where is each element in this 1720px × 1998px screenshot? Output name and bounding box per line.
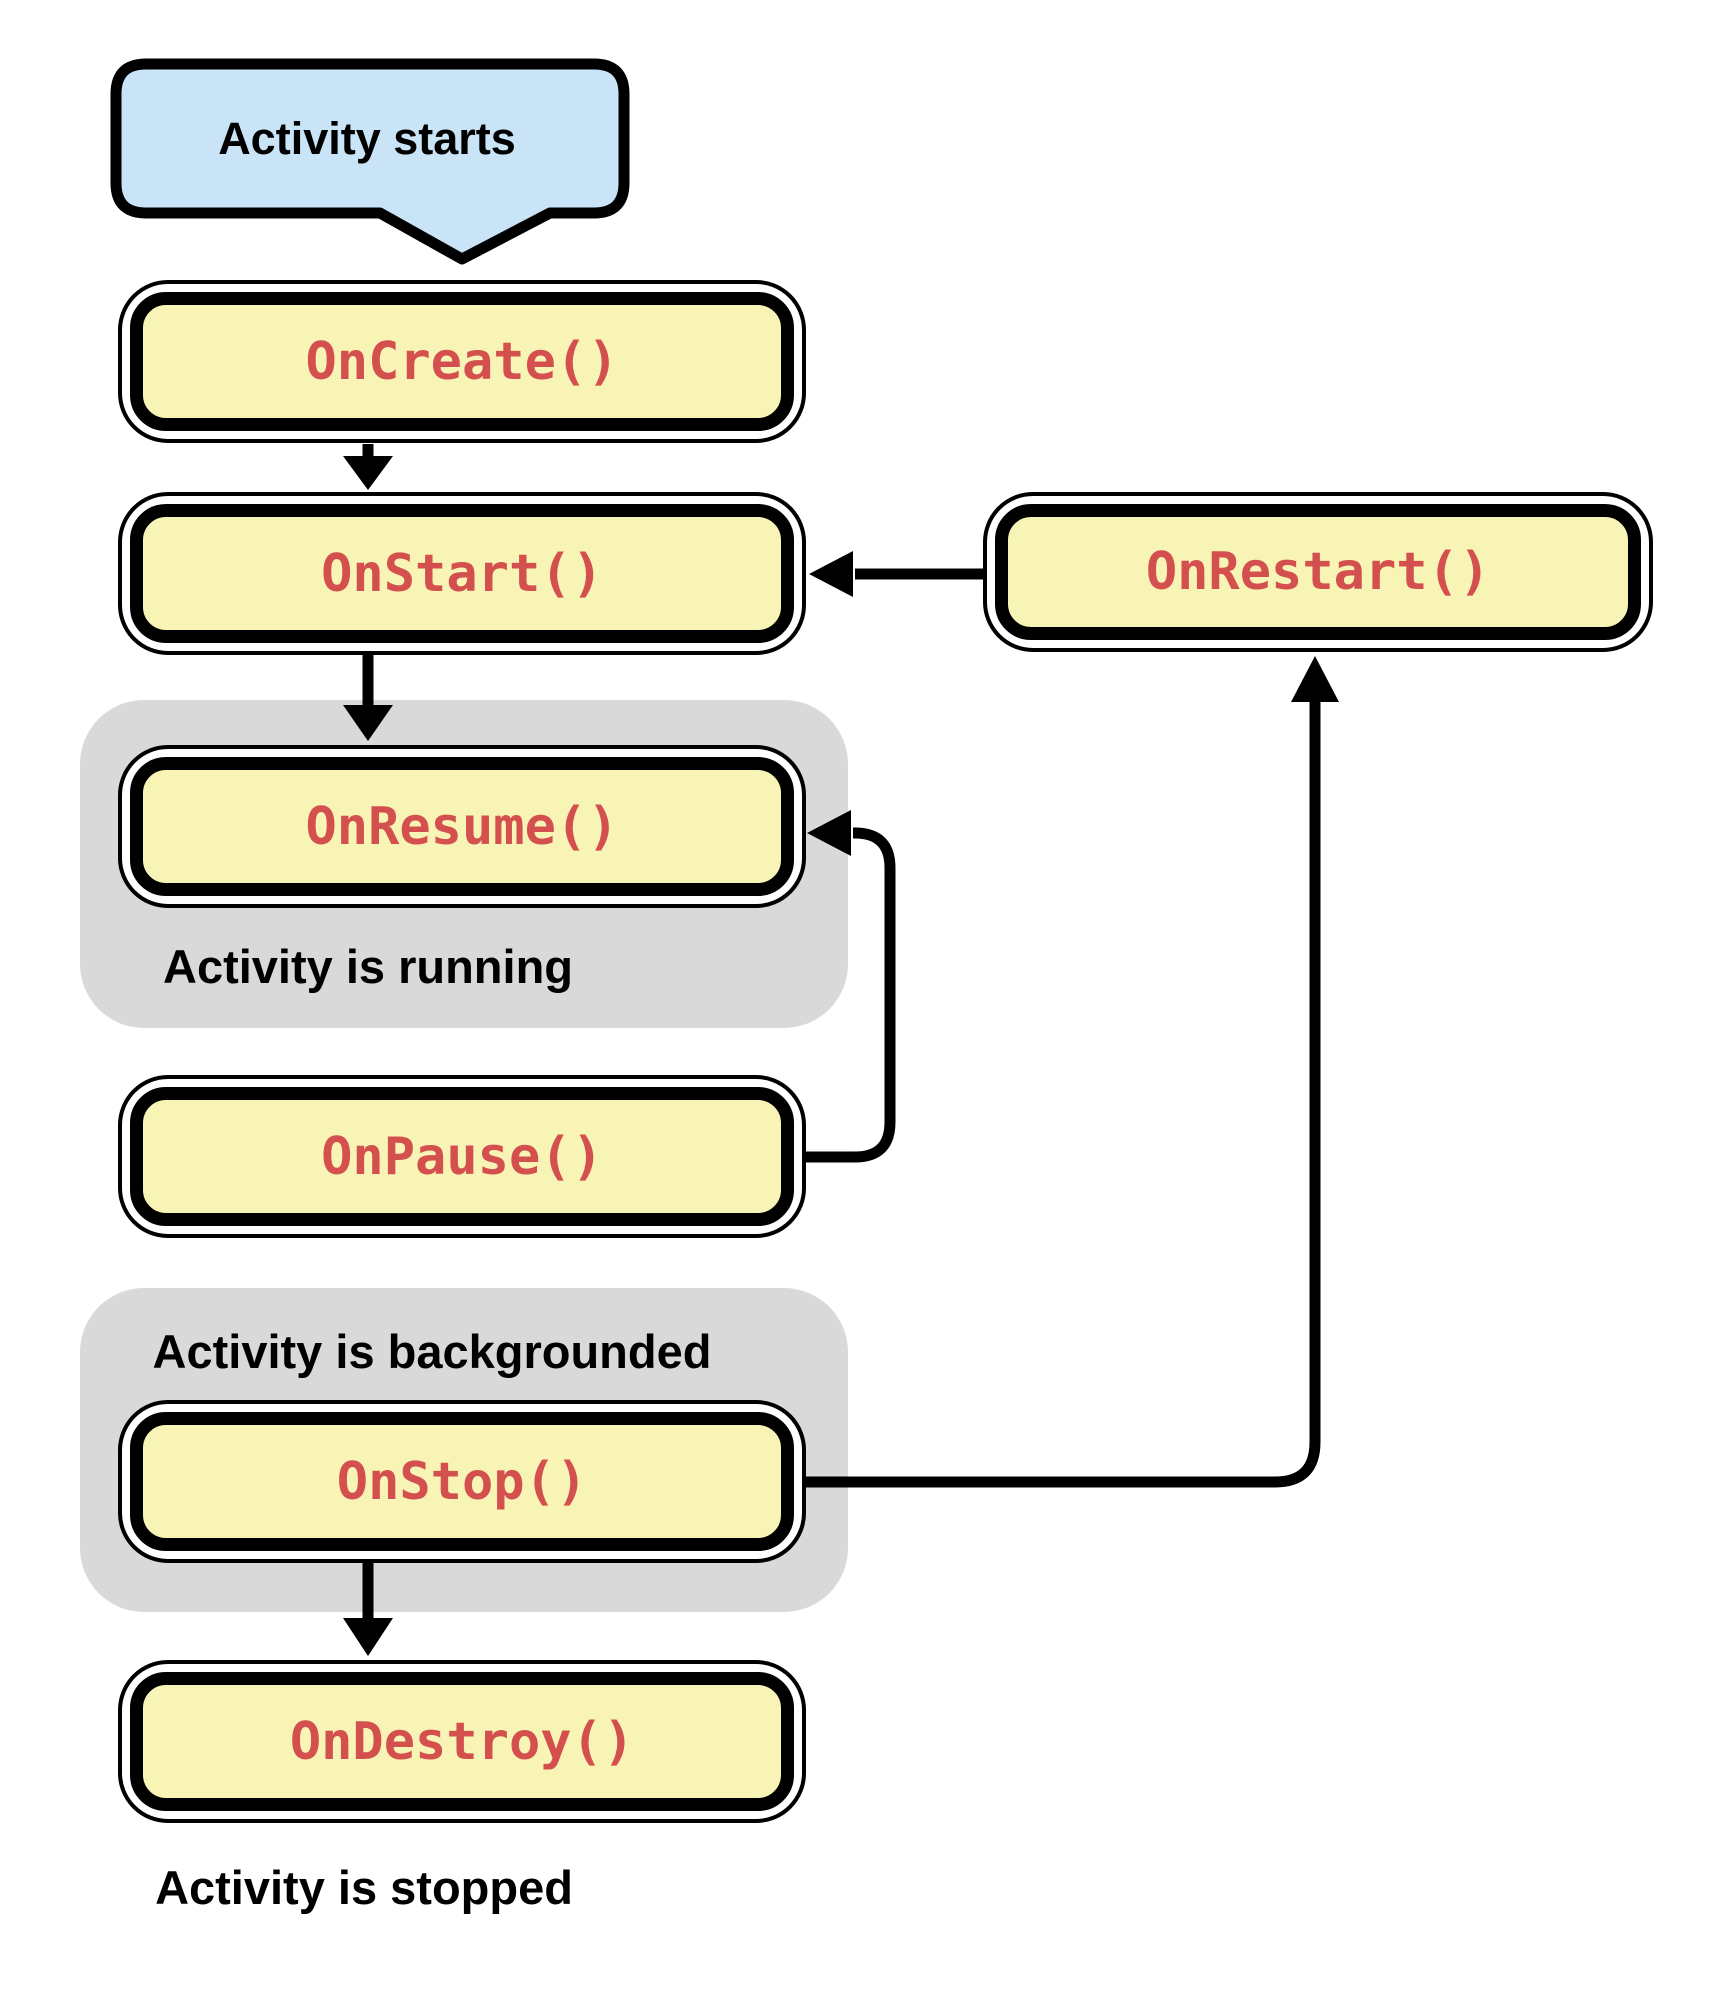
node-onresume: OnResume(): [118, 745, 806, 908]
node-onrestart-label: OnRestart(): [1145, 542, 1491, 602]
node-onstart: OnStart(): [118, 492, 806, 655]
node-onstart-label: OnStart(): [321, 543, 603, 604]
edge-onpause-onresume: [806, 810, 896, 1163]
start-bubble-shape: [110, 58, 630, 265]
node-oncreate: OnCreate(): [118, 280, 806, 443]
node-onpause-label: OnPause(): [321, 1126, 603, 1187]
caption-activity-running: Activity is running: [163, 940, 573, 993]
caption-activity-backgrounded: Activity is backgrounded: [152, 1325, 712, 1378]
start-bubble-label: Activity starts: [218, 113, 516, 164]
node-onresume-label: OnResume(): [305, 796, 619, 857]
node-onstop: OnStop(): [118, 1400, 806, 1563]
edge-onrestart-onstart: [809, 551, 983, 597]
edge-onstop-ondestroy: [343, 1561, 393, 1656]
node-onrestart: OnRestart(): [983, 492, 1653, 652]
node-ondestroy: OnDestroy(): [118, 1660, 806, 1823]
edge-onstop-onrestart: [806, 656, 1339, 1488]
edge-onstart-onresume: [343, 653, 393, 741]
node-onpause: OnPause(): [118, 1075, 806, 1238]
node-oncreate-label: OnCreate(): [305, 331, 619, 392]
node-onstop-label: OnStop(): [336, 1451, 588, 1512]
edge-oncreate-onstart: [343, 444, 393, 490]
node-ondestroy-label: OnDestroy(): [289, 1711, 635, 1772]
caption-activity-stopped: Activity is stopped: [155, 1861, 573, 1914]
